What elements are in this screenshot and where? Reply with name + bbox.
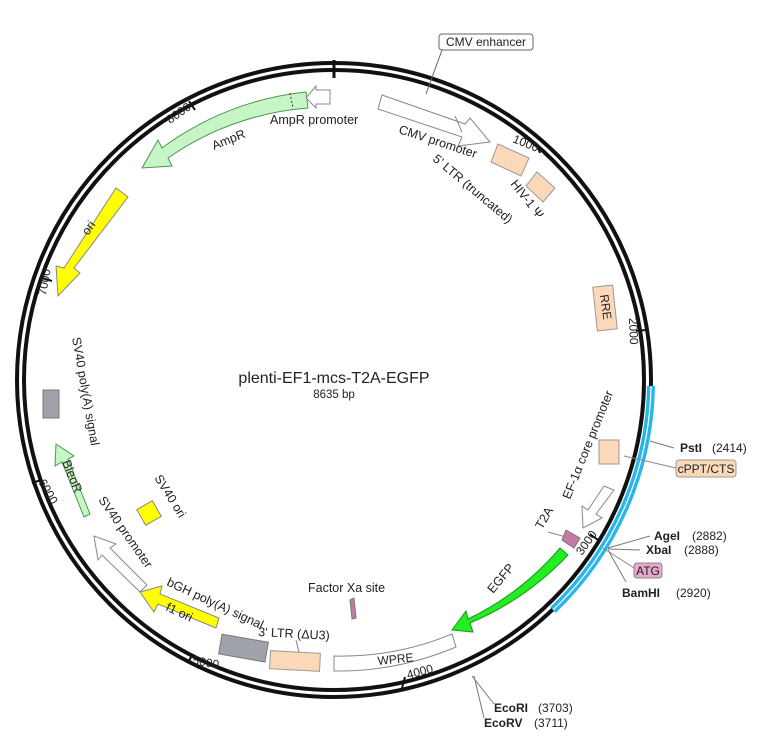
sv40-promoter-feature <box>93 535 148 593</box>
svg-text:EcoRI: EcoRI <box>494 701 528 715</box>
factor-xa-feature <box>349 597 357 620</box>
svg-text:BamHI: BamHI <box>622 586 660 600</box>
svg-text:ATG: ATG <box>636 564 660 578</box>
tick-5000: 5000 <box>191 653 220 671</box>
ampr-promoter-feature <box>305 84 331 110</box>
svg-text:AgeI: AgeI <box>654 529 680 543</box>
factor-xa-label: Factor Xa site <box>308 581 385 595</box>
site-ecori: EcoRI (3703) <box>471 675 573 715</box>
wpre-feature <box>333 633 457 672</box>
f1ori-label: f1 ori <box>164 600 195 624</box>
ori-label: ori <box>79 218 98 237</box>
rre-label: RRE <box>597 293 614 320</box>
cmv-promoter-feature <box>377 94 491 147</box>
ltr5-feature <box>490 143 530 177</box>
wpre-label: WPRE <box>377 650 414 668</box>
sv40-ori-feature <box>136 500 162 526</box>
cppt-label: cPPT/CTS <box>623 455 737 478</box>
hiv-psi-feature <box>525 171 556 203</box>
cmv-enhancer-label: CMV enhancer <box>425 33 534 95</box>
ltr3-label: 3' LTR (ΔU3) <box>258 625 330 643</box>
plasmid-name: plenti-EF1-mcs-T2A-EGFP <box>238 370 429 387</box>
ltr3-feature <box>269 650 321 672</box>
site-bamhi: BamHI (2920) <box>607 549 711 600</box>
cppt-feature <box>598 439 620 465</box>
svg-text:cPPT/CTS: cPPT/CTS <box>678 462 735 476</box>
ampr-feature <box>141 91 309 169</box>
plasmid-size: 8635 bp <box>313 389 355 401</box>
svg-text:PstI: PstI <box>680 441 702 455</box>
svg-text:(3703): (3703) <box>538 701 573 715</box>
ef1a-promoter-feature <box>581 485 615 529</box>
tick-marks <box>31 100 647 689</box>
egfp-feature <box>451 547 569 633</box>
egfp-label: EGFP <box>485 561 518 596</box>
svg-text:(2920): (2920) <box>676 586 711 600</box>
svg-text:(2414): (2414) <box>712 441 747 455</box>
ori-feature <box>55 187 129 298</box>
svg-text:(2888): (2888) <box>684 543 719 557</box>
bleor-label: BleoR <box>59 458 85 495</box>
svg-text:(2882): (2882) <box>692 529 727 543</box>
svg-text:EcoRV: EcoRV <box>484 716 522 730</box>
tick-8000: 8000 <box>164 99 194 126</box>
sv40-polya-feature <box>42 389 60 419</box>
site-xbai: XbaI (2888) <box>607 543 719 557</box>
svg-text:XbaI: XbaI <box>646 543 671 557</box>
site-psti: PstI (2414) <box>649 440 747 455</box>
site-ecorv: EcoRV (3711) <box>473 675 568 730</box>
svg-text:(3711): (3711) <box>534 716 568 730</box>
tick-2000: 2000 <box>626 318 641 345</box>
ampr-promoter-label: AmpR promoter <box>270 113 358 127</box>
tick-7000: 7000 <box>35 267 53 296</box>
bleor-feature <box>54 443 91 518</box>
f1ori-feature <box>139 585 220 629</box>
sv40-polya-label: SV40 poly(A) signal <box>69 336 102 447</box>
t2a-label: T2A <box>532 504 556 531</box>
bgh-feature <box>218 633 269 663</box>
rre-feature <box>592 284 618 332</box>
atg-label: ATG <box>602 547 663 579</box>
site-agei: AgeI (2882) <box>607 529 727 549</box>
tick-4000: 4000 <box>405 661 435 682</box>
svg-text:CMV enhancer: CMV enhancer <box>446 35 526 49</box>
